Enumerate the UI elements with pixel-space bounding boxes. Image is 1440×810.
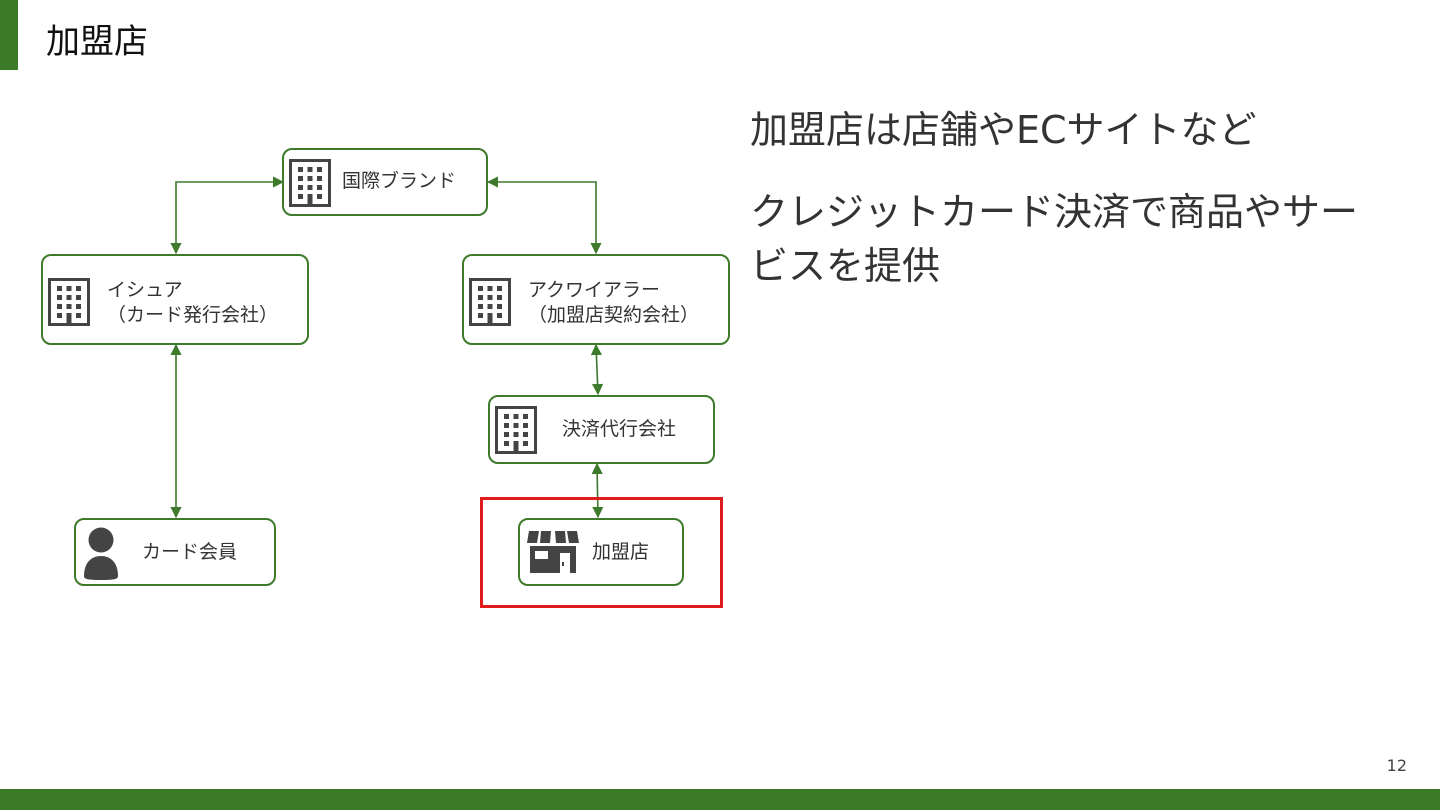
node-issuer: イシュア （カード発行会社）	[41, 254, 309, 345]
building-icon	[48, 278, 90, 326]
label-line: 決済代行会社	[562, 418, 677, 440]
node-payment-agent: 決済代行会社	[488, 395, 715, 464]
node-label: 国際ブランド	[342, 169, 456, 194]
edge-agent-merchant	[591, 462, 604, 519]
merchant-highlight-box	[480, 497, 723, 608]
building-icon	[495, 406, 537, 454]
node-label: 決済代行会社	[562, 417, 676, 442]
page-number: 12	[1386, 756, 1407, 775]
label-line: 国際ブランド	[342, 170, 457, 192]
description-line-2: クレジットカード決済で商品やサービスを提供	[750, 190, 1359, 288]
node-international-brand: 国際ブランド	[282, 148, 488, 216]
slide-title: 加盟店	[46, 22, 148, 62]
edge-acquirer-agent	[590, 343, 604, 396]
storefront-icon	[527, 531, 579, 573]
edge-brand-acquirer	[486, 176, 602, 255]
label-line: 加盟店	[592, 541, 650, 563]
node-label: イシュア （カード発行会社）	[107, 278, 278, 328]
description-line-1: 加盟店は店舗やECサイトなど	[750, 108, 1257, 152]
node-card-member: カード会員	[74, 518, 276, 586]
label-line: カード会員	[142, 541, 238, 563]
label-line: イシュア	[107, 279, 183, 301]
edge-brand-issuer	[170, 176, 285, 255]
label-line: アクワイアラー	[528, 279, 661, 301]
building-icon	[289, 159, 331, 207]
building-icon	[469, 278, 511, 326]
person-icon	[84, 527, 118, 580]
label-line: （加盟店契約会社）	[528, 304, 700, 326]
title-accent-bar	[0, 0, 18, 70]
node-merchant: 加盟店	[518, 518, 684, 586]
node-label: アクワイアラー （加盟店契約会社）	[528, 278, 699, 328]
label-line: （カード発行会社）	[107, 304, 279, 326]
footer-bar	[0, 789, 1440, 810]
node-acquirer: アクワイアラー （加盟店契約会社）	[462, 254, 730, 345]
node-label: 加盟店	[592, 540, 649, 565]
node-label: カード会員	[142, 540, 237, 565]
